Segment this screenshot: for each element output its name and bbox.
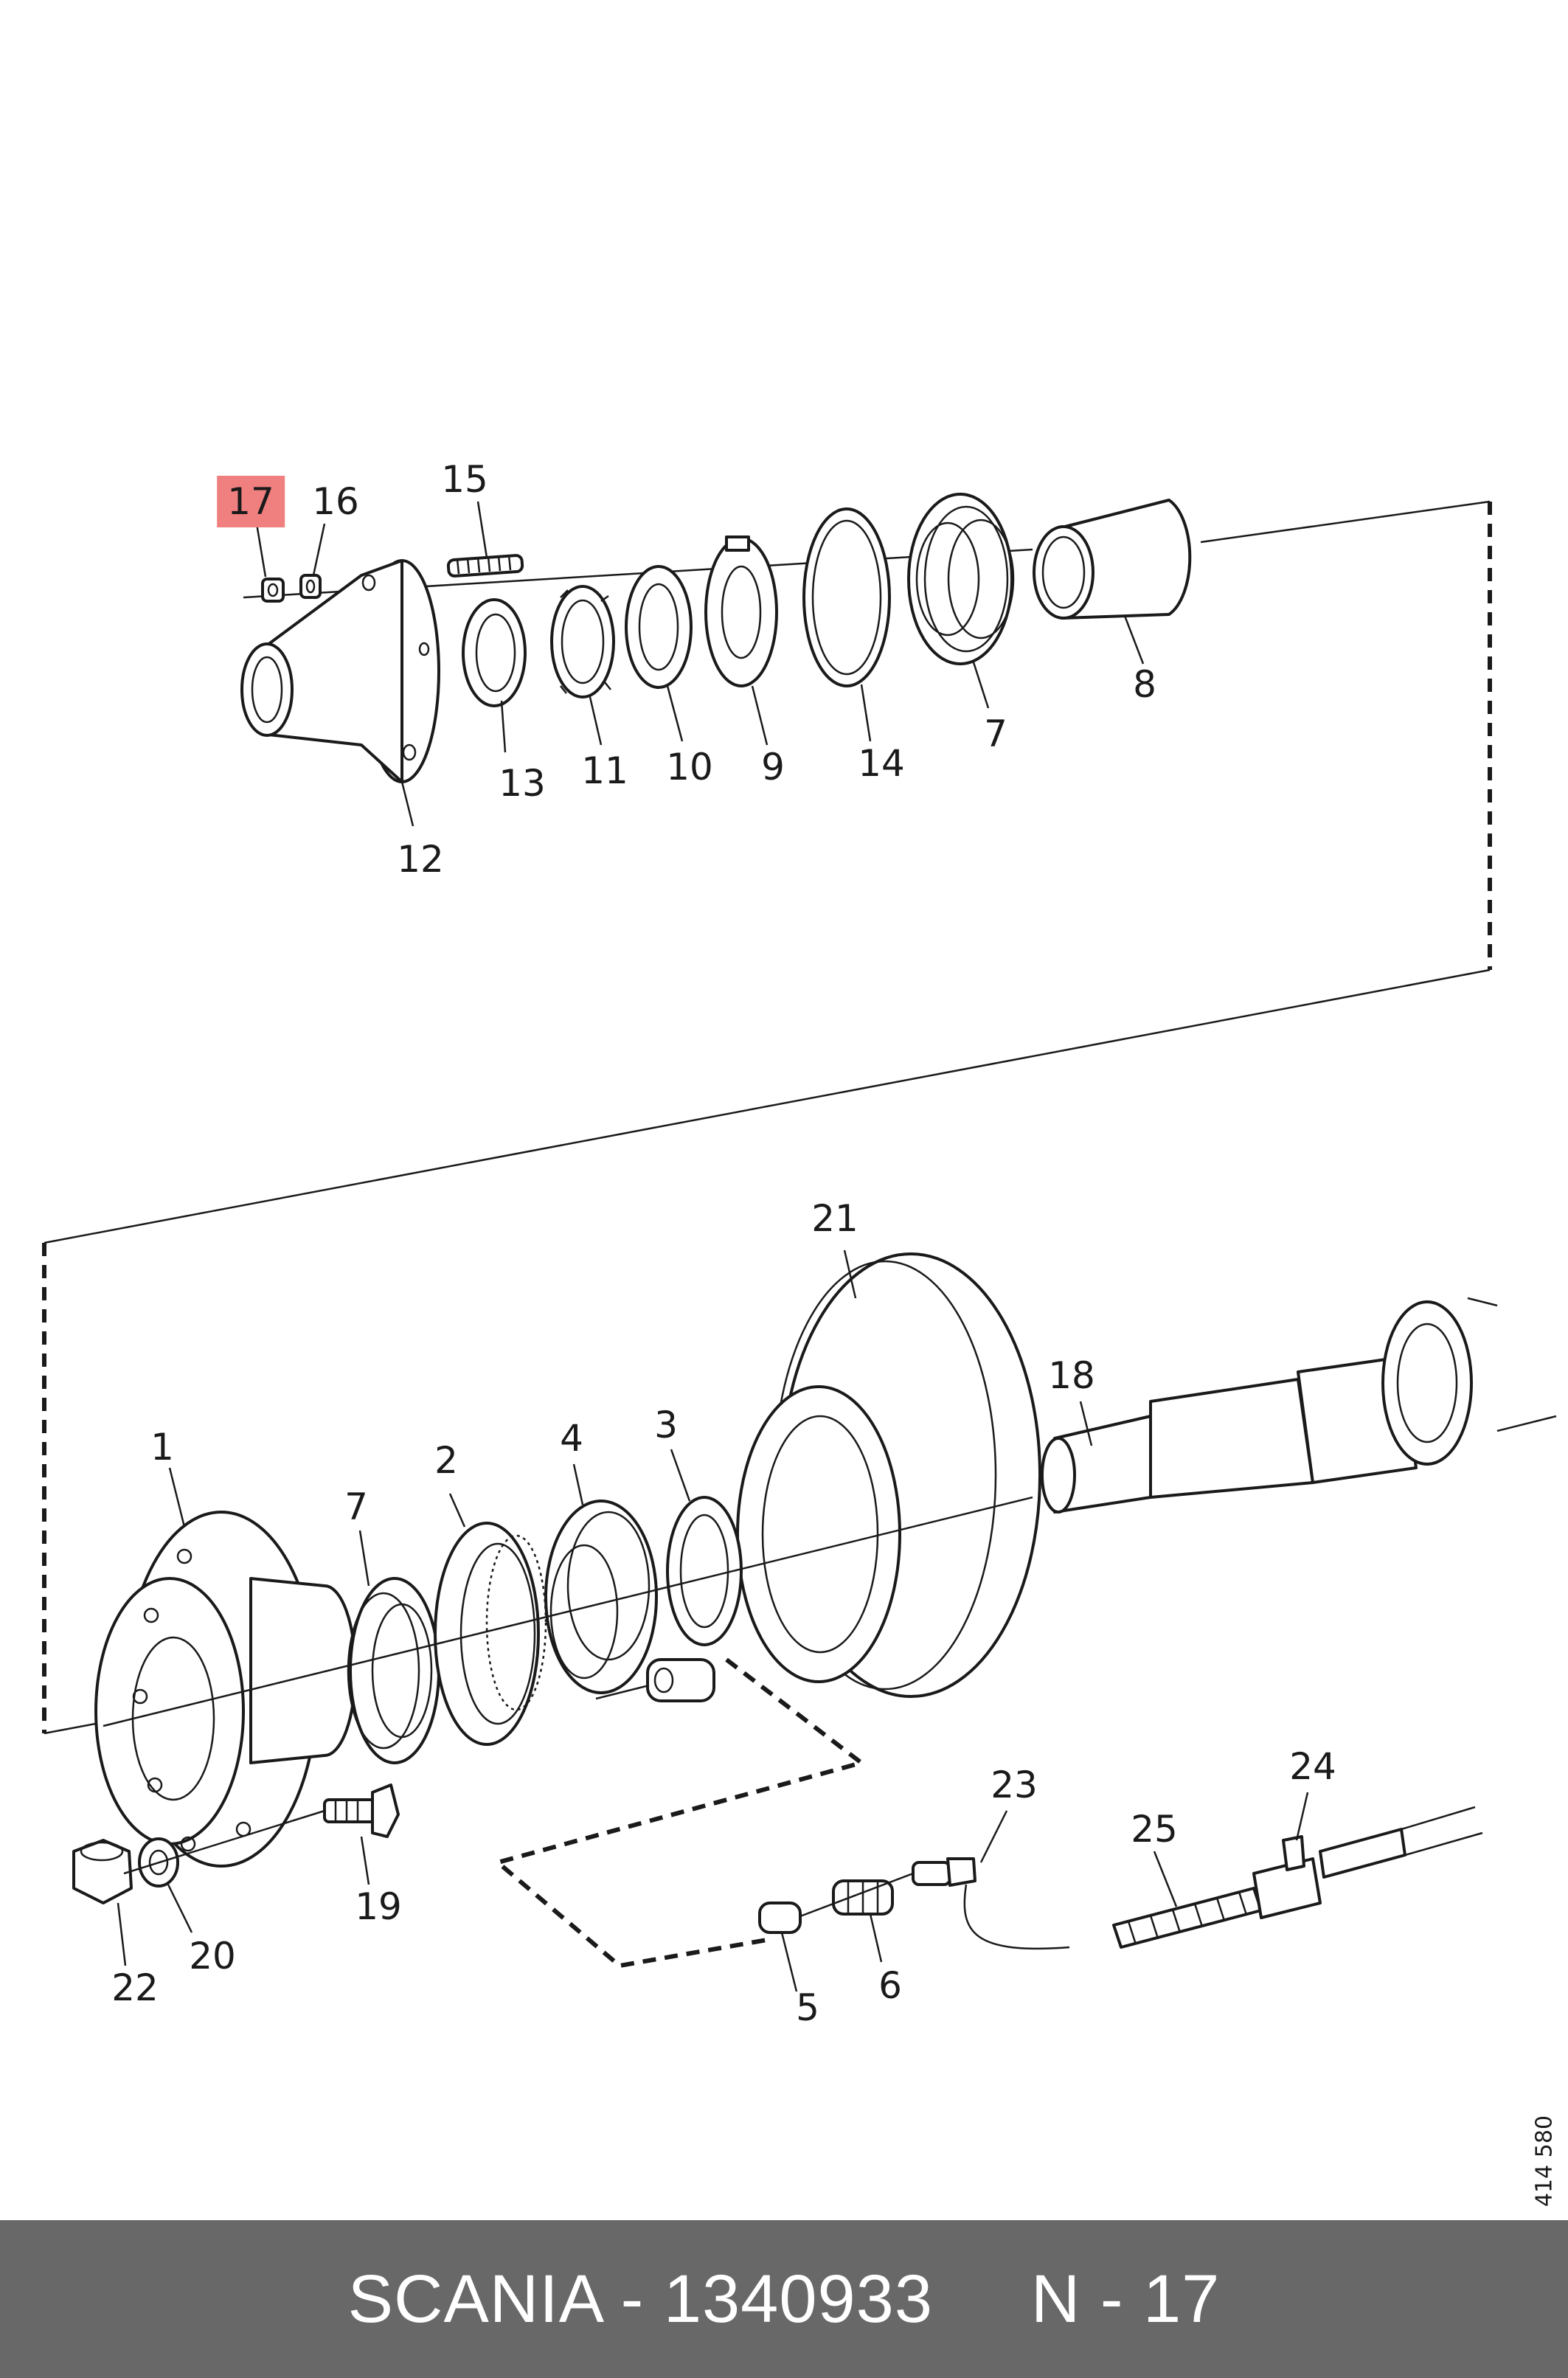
part-15-stud	[446, 554, 524, 578]
drawing-number: 414 580	[1531, 2115, 1558, 2208]
part-label-15[interactable]: 15	[441, 458, 488, 501]
part-8-sleeve	[1033, 499, 1192, 620]
part-label-16[interactable]: 16	[312, 480, 359, 523]
part-label-8[interactable]: 8	[1133, 663, 1156, 706]
part-label-7-upper[interactable]: 7	[984, 713, 1007, 755]
part-17-nut	[261, 578, 285, 603]
part-label-20[interactable]: 20	[189, 1935, 236, 1977]
part-4-seal	[544, 1500, 658, 1694]
part-16-washer	[299, 574, 322, 599]
part-6-clip	[832, 1879, 894, 1916]
part-label-19[interactable]: 19	[355, 1885, 402, 1928]
part-label-1[interactable]: 1	[150, 1426, 174, 1469]
part-11-locknut	[550, 585, 615, 699]
part-label-3[interactable]: 3	[654, 1404, 678, 1446]
part-3-seal-ring	[666, 1496, 743, 1646]
part-label-4[interactable]: 4	[560, 1417, 583, 1460]
part-7-bearing-lower	[347, 1577, 440, 1764]
parts-drawing	[42, 493, 1557, 1992]
part-label-18[interactable]: 18	[1048, 1354, 1095, 1397]
part-24-clamp	[1252, 1806, 1483, 1919]
part-12-hub	[240, 559, 440, 783]
part-13-ring	[462, 598, 527, 707]
part-7-bearing-upper	[907, 493, 1015, 665]
footer-bar: SCANIA - 1340933 N - 17	[0, 2220, 1568, 2378]
part-14-ring	[802, 507, 891, 687]
part-10-washer	[625, 565, 693, 689]
part-label-13[interactable]: 13	[499, 762, 546, 805]
part-label-14[interactable]: 14	[858, 742, 905, 785]
part-label-17-highlighted[interactable]: 17	[217, 476, 285, 527]
part-1-wheel-hub	[94, 1511, 357, 1868]
part-23-abs-sensor	[912, 1857, 1070, 1950]
part-2-abs-ring	[434, 1522, 547, 1746]
part-21-brake-disc	[736, 1252, 1041, 1698]
part-25-cable	[1112, 1887, 1263, 1949]
part-9-lockwasher	[704, 535, 778, 687]
part-label-10[interactable]: 10	[666, 746, 713, 788]
part-label-11[interactable]: 11	[581, 749, 628, 792]
part-5-sleeve	[758, 1902, 802, 1934]
part-19-bolt	[323, 1784, 400, 1838]
sensor-bushing	[646, 1658, 715, 1702]
part-18-axle	[1041, 1297, 1557, 1514]
part-label-7-lower[interactable]: 7	[344, 1486, 368, 1528]
part-22-wheel-nut	[72, 1839, 133, 1904]
footer-part-title: SCANIA - 1340933 N - 17	[347, 2261, 1221, 2337]
exploded-parts-diagram: 17 16 15 13 11 10 9 14 7 8 12 21 18 1 2 …	[42, 458, 1558, 2208]
part-label-12[interactable]: 12	[397, 838, 444, 881]
part-label-23[interactable]: 23	[991, 1764, 1038, 1806]
part-label-9[interactable]: 9	[761, 746, 785, 788]
part-label-2[interactable]: 2	[434, 1439, 458, 1482]
part-label-21[interactable]: 21	[811, 1197, 858, 1240]
part-label-24[interactable]: 24	[1289, 1745, 1336, 1788]
part-label-6[interactable]: 6	[878, 1964, 902, 2007]
part-label-22[interactable]: 22	[111, 1966, 159, 2009]
part-label-5[interactable]: 5	[796, 1986, 819, 2029]
part-label-25[interactable]: 25	[1131, 1808, 1178, 1851]
